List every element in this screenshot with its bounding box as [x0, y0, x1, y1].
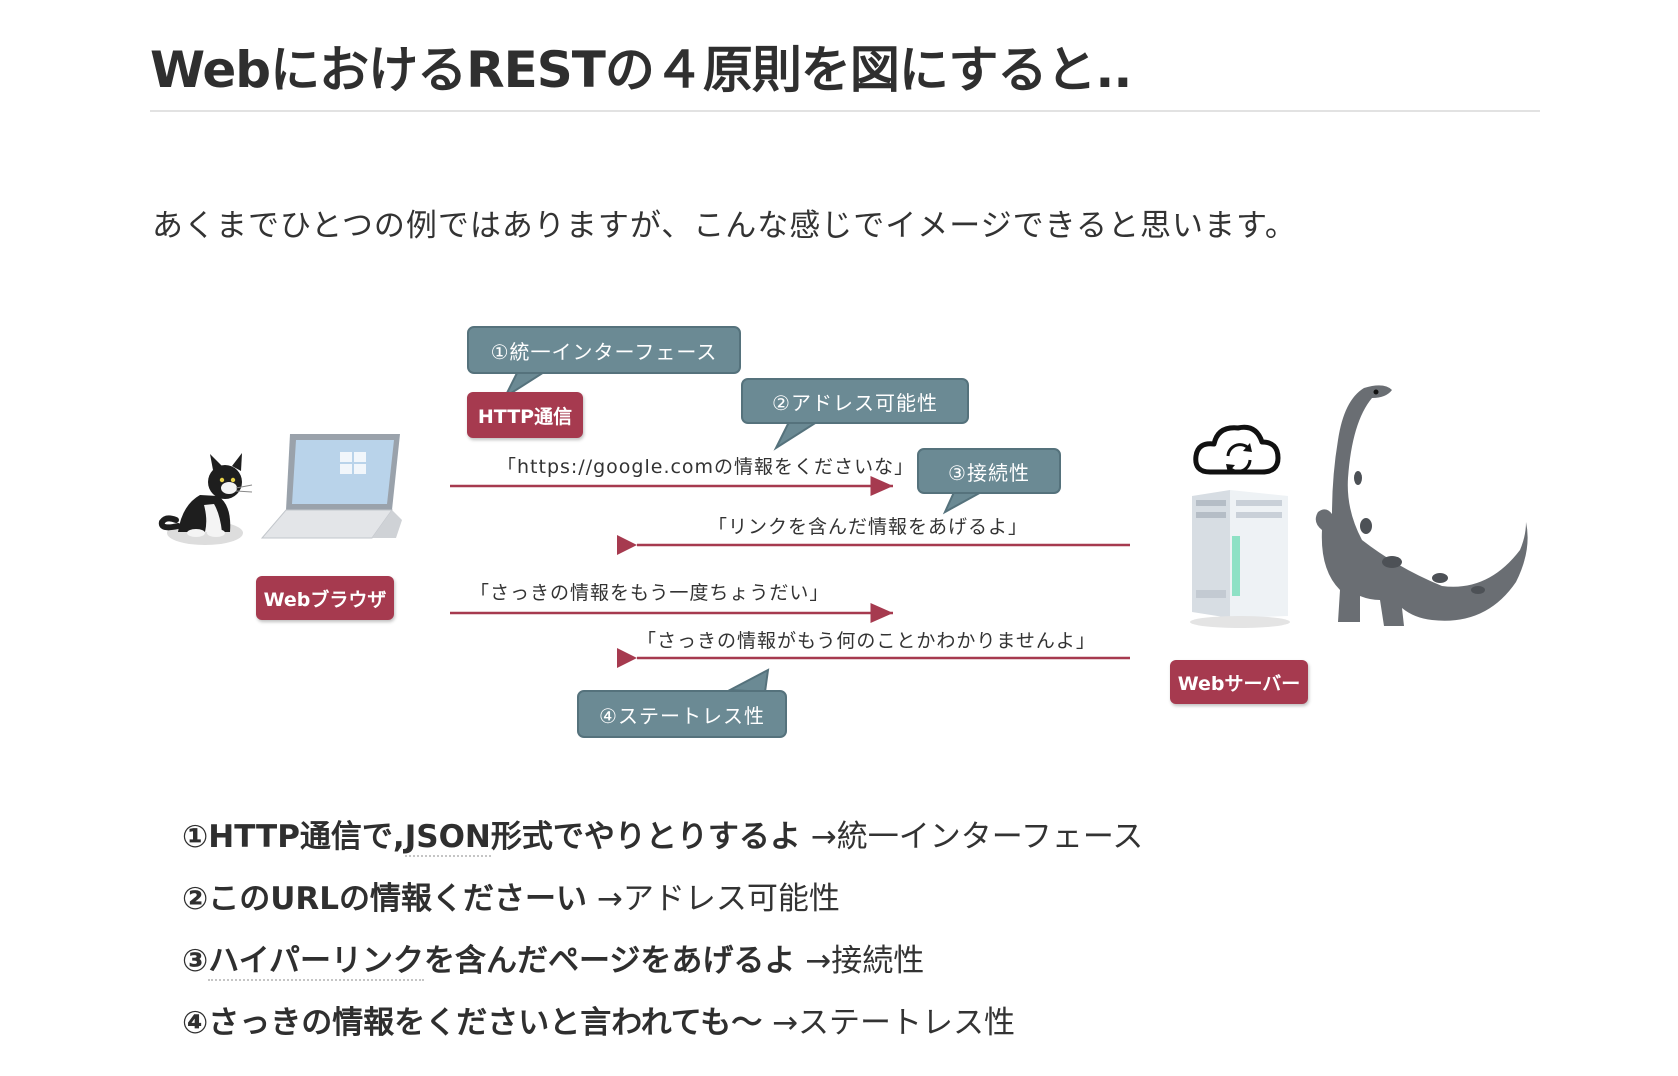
statelessness-bubble: ④ステートレス性: [577, 690, 787, 738]
summary-item-principle: →統一インターフェース: [800, 819, 1144, 855]
principles-summary: ①HTTP通信で,JSON形式でやりとりするよ →統一インターフェース ②このU…: [182, 806, 1143, 1054]
hyperlink-term: ハイパーリンク: [208, 943, 425, 981]
dinosaur-icon: [1315, 385, 1528, 626]
summary-item-1: ①HTTP通信で,JSON形式でやりとりするよ →統一インターフェース: [182, 806, 1143, 868]
request1-text: 「https://google.comの情報をくださいな」: [497, 456, 915, 478]
cat-icon: [158, 453, 253, 545]
summary-item-4: ④さっきの情報をくださいと言われても〜 →ステートレス性: [182, 992, 1143, 1054]
summary-item-bold: ④さっきの情報をくださいと言われても〜: [182, 1005, 763, 1041]
summary-item-2: ②このURLの情報くださーい →アドレス可能性: [182, 868, 1143, 930]
page-title: WebにおけるRESTの４原則を図にすると..: [150, 41, 1132, 99]
connectivity-bubble: ③接続性: [917, 448, 1061, 494]
summary-item-bold: ①HTTP通信で,: [182, 819, 405, 855]
message-arrows: [450, 476, 1130, 668]
rest-diagram: Webブラウザ Webサーバー HTTP通信 ①統一インターフェース ②アドレス…: [0, 300, 1678, 760]
response2-text: 「さっきの情報がもう何のことかわかりませんよ」: [637, 630, 1096, 652]
browser-label: Webブラウザ: [256, 576, 394, 620]
summary-item-principle: →接続性: [795, 943, 925, 979]
summary-item-bold: ②このURLの情報くださーい: [182, 881, 588, 917]
title-divider: [150, 110, 1540, 112]
response1-text: 「リンクを含んだ情報をあげるよ」: [708, 516, 1029, 538]
summary-item-bold: 形式でやりとりするよ: [490, 819, 801, 855]
bubble-tails: [502, 366, 986, 694]
server-label: Webサーバー: [1170, 660, 1308, 704]
diagram-graphics: [158, 366, 1528, 694]
summary-item-bold: ③: [182, 943, 209, 979]
summary-item-principle: →ステートレス性: [762, 1005, 1016, 1041]
addressability-bubble: ②アドレス可能性: [741, 378, 969, 424]
http-label: HTTP通信: [467, 392, 583, 438]
server-icon: [1190, 490, 1290, 628]
cloud-sync-icon: [1193, 424, 1281, 475]
summary-item-bold: を含んだページをあげるよ: [424, 943, 796, 979]
request2-text: 「さっきの情報をもう一度ちょうだい」: [470, 582, 830, 604]
summary-item-3: ③ハイパーリンクを含んだページをあげるよ →接続性: [182, 930, 1143, 992]
laptop-icon: [260, 434, 402, 539]
summary-item-principle: →アドレス可能性: [587, 881, 840, 917]
intro-text: あくまでひとつの例ではありますが、こんな感じでイメージできると思います。: [152, 208, 1297, 244]
uniform-interface-bubble: ①統一インターフェース: [467, 326, 741, 374]
json-term: JSON: [404, 819, 491, 857]
